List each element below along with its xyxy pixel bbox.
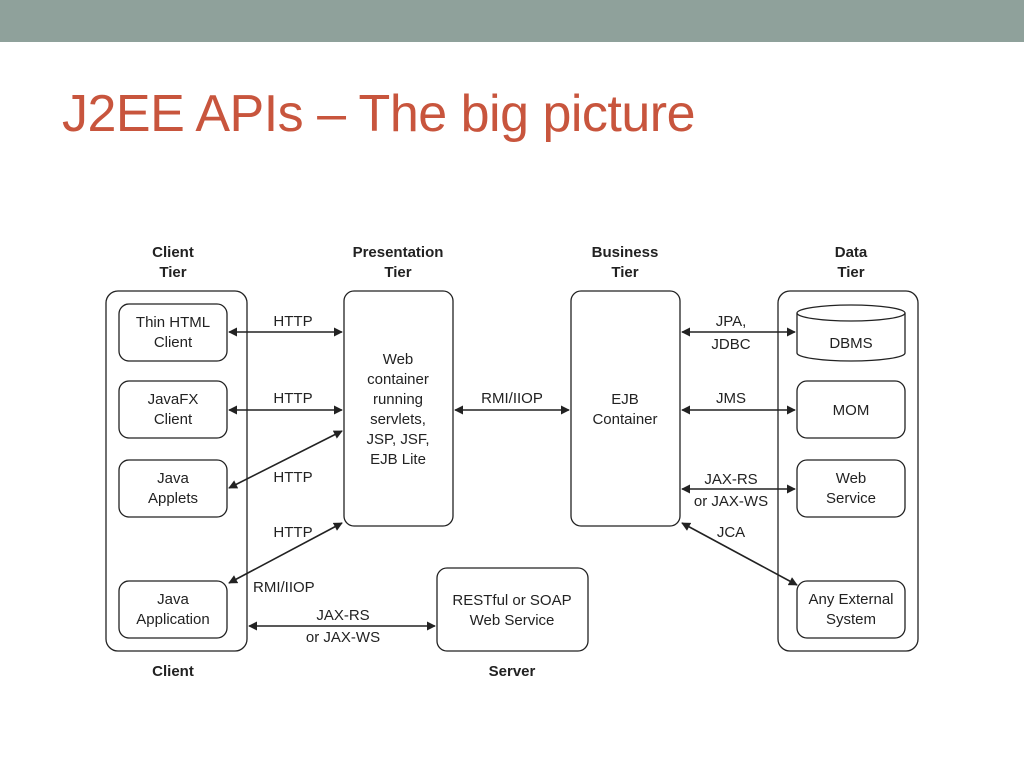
- java-application-box: [118, 580, 228, 639]
- web-service-box: [796, 459, 906, 518]
- java-application-label-1: Java: [157, 591, 189, 608]
- client-tier-heading-1: Client: [152, 244, 194, 261]
- jpa-label: JPA,: [716, 313, 747, 330]
- thin-html-client-label-1: Thin HTML: [136, 314, 210, 331]
- business-tier-heading-1: Business: [592, 244, 659, 261]
- java-applets-label-2: Applets: [148, 490, 198, 507]
- client-tier-heading-2: Tier: [159, 264, 186, 281]
- thin-html-client-label-2: Client: [154, 334, 193, 351]
- web-container-box: [343, 290, 454, 527]
- web-container-label-4: servlets,: [370, 411, 426, 428]
- javafx-client-label-2: Client: [154, 411, 193, 428]
- data-tier-heading-1: Data: [835, 244, 868, 261]
- jdbc-label: JDBC: [711, 336, 750, 353]
- ejb-container-label-2: Container: [592, 411, 657, 428]
- data-tier-heading-2: Tier: [837, 264, 864, 281]
- presentation-tier-heading-2: Tier: [384, 264, 411, 281]
- jca-label: JCA: [717, 524, 745, 541]
- jax-ws-label-client: or JAX-WS: [306, 629, 380, 646]
- web-service-label-1: Web: [836, 470, 867, 487]
- rmi-iiop-label-web-ejb: RMI/IIOP: [481, 390, 543, 407]
- dbms-label: DBMS: [829, 335, 872, 352]
- mom-label: MOM: [833, 402, 870, 419]
- ejb-container-label-1: EJB: [611, 391, 639, 408]
- top-bar: [0, 0, 1024, 42]
- java-applets-box: [118, 459, 228, 518]
- http-label-thin-client: HTTP: [273, 313, 312, 330]
- external-system-label-2: System: [826, 611, 876, 628]
- java-application-label-2: Application: [136, 611, 209, 628]
- external-system-label-1: Any External: [808, 591, 893, 608]
- jca-arrow: [681, 522, 798, 586]
- ejb-container-box: [570, 290, 681, 527]
- external-system-box: [796, 580, 906, 639]
- web-container-label-1: Web: [383, 351, 414, 368]
- javafx-client-label-1: JavaFX: [148, 391, 199, 408]
- business-tier-heading-2: Tier: [611, 264, 638, 281]
- jax-rs-label-data: JAX-RS: [704, 471, 757, 488]
- web-container-label-6: EJB Lite: [370, 451, 426, 468]
- http-label-javafx: HTTP: [273, 390, 312, 407]
- web-service-label-2: Service: [826, 490, 876, 507]
- rmi-iiop-label-application: RMI/IIOP: [253, 579, 315, 596]
- restful-soap-service-label-1: RESTful or SOAP: [452, 592, 571, 609]
- presentation-tier-heading-1: Presentation: [353, 244, 444, 261]
- jms-label: JMS: [716, 390, 746, 407]
- server-footer-label: Server: [489, 663, 536, 680]
- jax-rs-label-client: JAX-RS: [316, 607, 369, 624]
- restful-soap-service-box: [436, 567, 589, 652]
- jax-ws-label-data: or JAX-WS: [694, 493, 768, 510]
- web-container-label-3: running: [373, 391, 423, 408]
- http-rmi-arrow-application: [228, 522, 343, 584]
- http-label-application: HTTP: [273, 524, 312, 541]
- restful-soap-service-label-2: Web Service: [470, 612, 555, 629]
- web-container-label-5: JSP, JSF,: [366, 431, 429, 448]
- http-arrow-applets: [228, 430, 343, 489]
- javafx-client-box: [118, 380, 228, 439]
- java-applets-label-1: Java: [157, 470, 189, 487]
- client-footer-label: Client: [152, 663, 194, 680]
- slide-title: J2EE APIs – The big picture: [62, 85, 696, 143]
- http-label-applets: HTTP: [273, 469, 312, 486]
- web-container-label-2: container: [367, 371, 429, 388]
- mom-box: [796, 380, 906, 439]
- dbms-cylinder: [796, 304, 906, 362]
- thin-html-client-box: [118, 303, 228, 362]
